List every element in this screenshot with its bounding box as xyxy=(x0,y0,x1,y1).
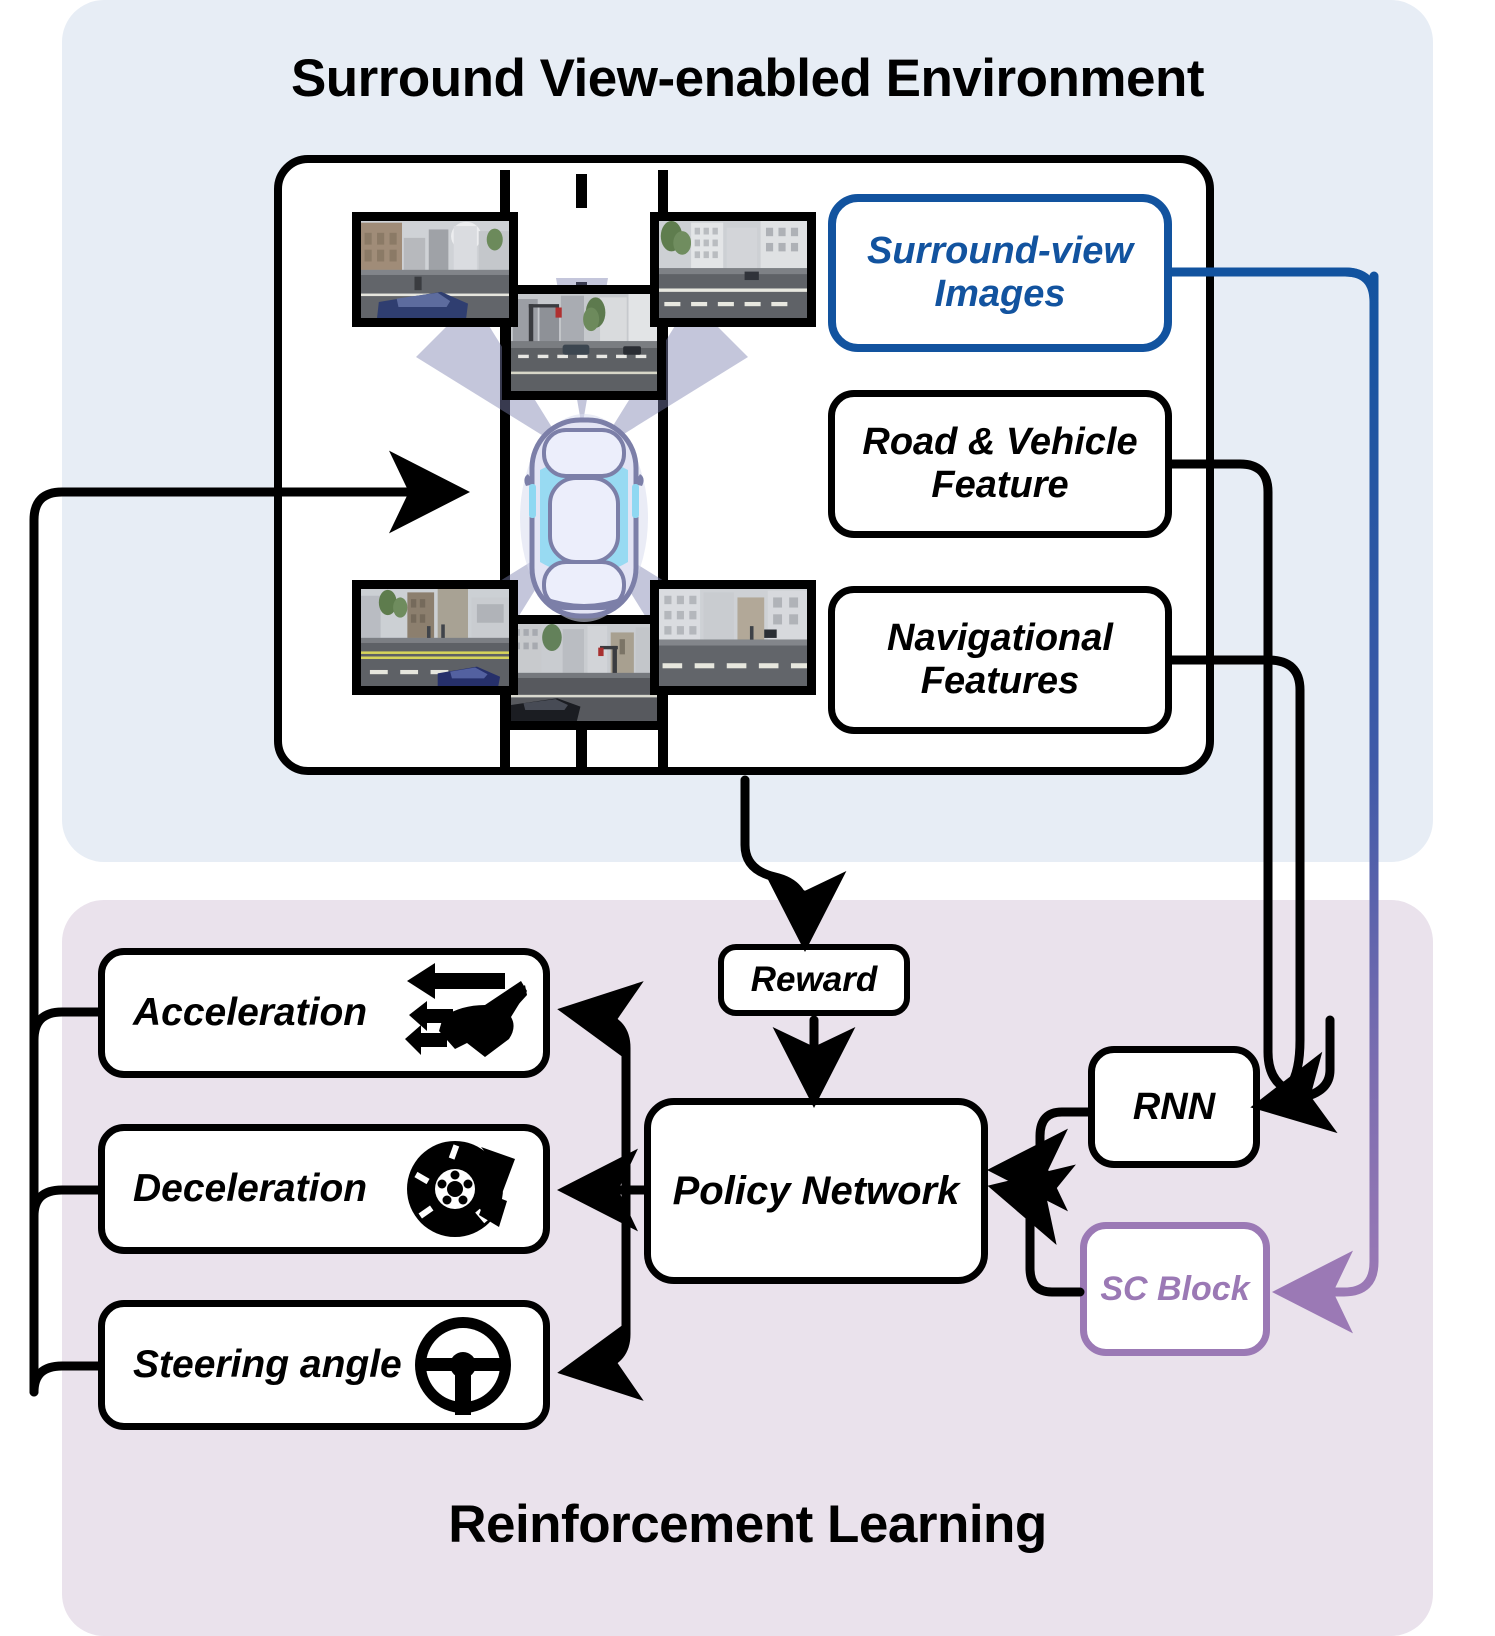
road-vehicle-feature-label: Road & Vehicle Feature xyxy=(862,421,1138,506)
deceleration-action-box[interactable]: Deceleration xyxy=(98,1124,550,1254)
navigational-features-label: Navigational Features xyxy=(887,617,1113,702)
camera-view-front-right xyxy=(650,212,816,327)
reinforcement-section-title: Reinforcement Learning xyxy=(448,1495,1047,1554)
camera-view-front xyxy=(502,285,666,400)
reward-label: Reward xyxy=(750,960,878,1000)
rnn-box[interactable]: RNN xyxy=(1088,1046,1260,1168)
ego-vehicle-icon xyxy=(518,412,650,624)
camera-view-front-left xyxy=(352,212,518,327)
lane-dash-5 xyxy=(576,720,587,770)
policy-network-box[interactable]: Policy Network xyxy=(644,1098,988,1284)
steering-angle-label: Steering angle xyxy=(133,1343,402,1387)
gas-pedal-icon xyxy=(399,961,529,1065)
environment-section-title: Surround View-enabled Environment xyxy=(290,49,1205,108)
sc-block-box[interactable]: SC Block xyxy=(1080,1222,1270,1356)
camera-view-rear-left xyxy=(352,580,518,695)
surround-view-images-box[interactable]: Surround-view Images xyxy=(828,194,1172,352)
steering-wheel-icon xyxy=(399,1313,529,1417)
deceleration-label: Deceleration xyxy=(133,1167,368,1211)
reward-box[interactable]: Reward xyxy=(718,944,910,1016)
acceleration-action-box[interactable]: Acceleration xyxy=(98,948,550,1078)
surround-view-scene xyxy=(330,160,816,770)
rnn-label: RNN xyxy=(1132,1085,1216,1128)
lane-line-left xyxy=(500,170,510,770)
surround-view-images-label: Surround-view Images xyxy=(866,230,1134,315)
camera-view-rear xyxy=(502,615,666,730)
brake-disc-icon xyxy=(399,1137,529,1241)
lane-line-right xyxy=(658,170,668,770)
road-vehicle-feature-box[interactable]: Road & Vehicle Feature xyxy=(828,390,1172,538)
acceleration-label: Acceleration xyxy=(133,991,368,1035)
sc-block-label: SC Block xyxy=(1100,1269,1250,1308)
lane-dash-1 xyxy=(576,174,587,208)
steering-angle-action-box[interactable]: Steering angle xyxy=(98,1300,550,1430)
navigational-features-box[interactable]: Navigational Features xyxy=(828,586,1172,734)
camera-view-rear-right xyxy=(650,580,816,695)
policy-network-label: Policy Network xyxy=(672,1168,960,1213)
